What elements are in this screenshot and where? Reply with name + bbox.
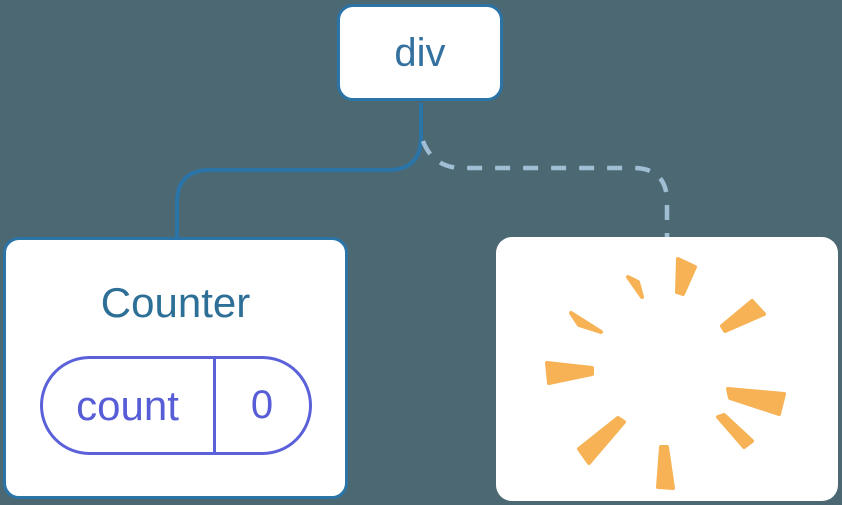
poof-ray: [626, 275, 644, 299]
poof-ray: [569, 311, 603, 334]
state-pill: count 0: [39, 356, 312, 455]
poof-ray: [656, 445, 675, 490]
poof-ray: [726, 387, 786, 416]
state-value: 0: [250, 383, 274, 427]
solid-link-line: [175, 103, 423, 237]
poof-ray: [716, 413, 754, 449]
removed-node: [496, 237, 838, 501]
poof-ray: [545, 361, 594, 385]
poof-ray: [675, 257, 697, 296]
root-node: div: [337, 4, 503, 101]
counter-node-title: Counter: [100, 279, 251, 326]
dashed-link-line: [420, 140, 670, 239]
root-node-label: div: [394, 30, 446, 75]
counter-node: Counter count 0: [3, 237, 348, 499]
state-key-label: count: [43, 359, 216, 452]
poof-ray: [577, 416, 626, 465]
poof-icon: [545, 257, 786, 490]
poof-ray: [720, 299, 766, 333]
